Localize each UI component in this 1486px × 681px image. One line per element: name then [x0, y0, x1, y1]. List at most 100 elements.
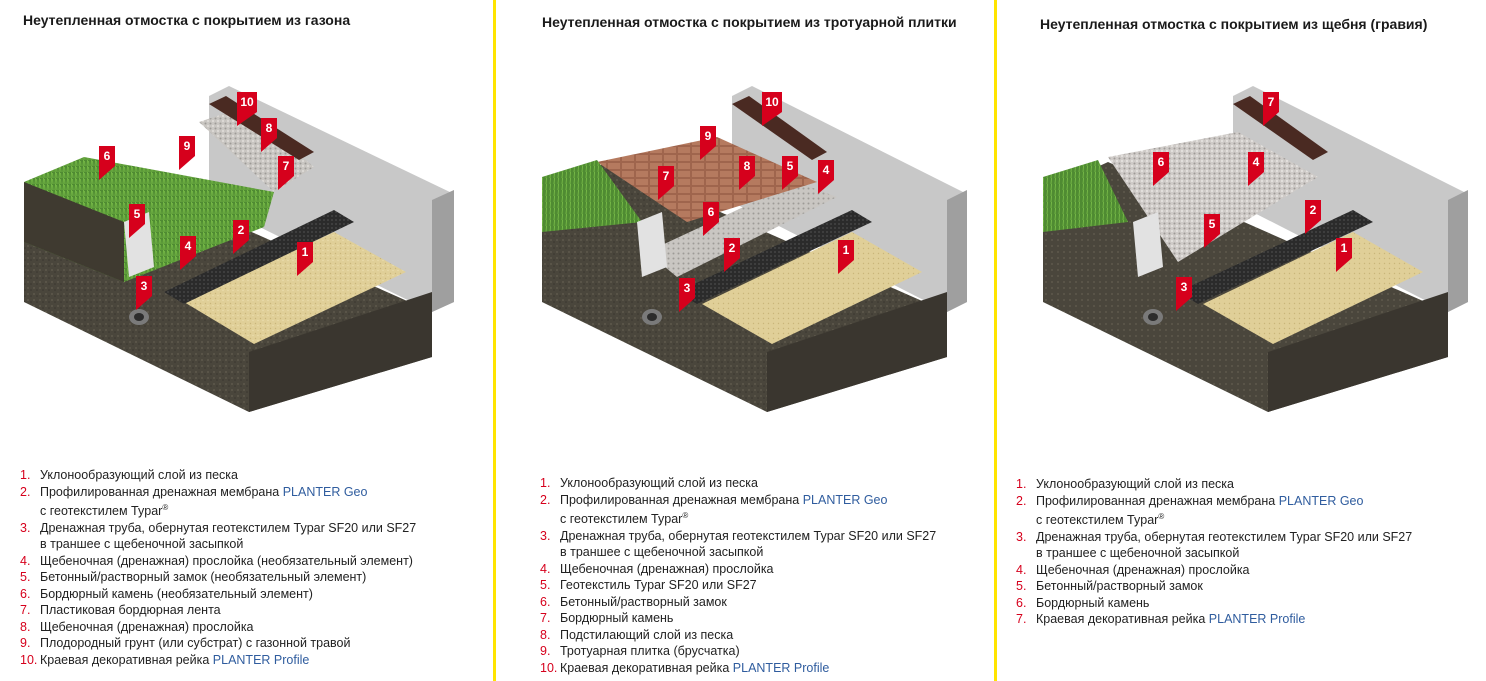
legend-item: 7. Бордюрный камень [540, 610, 990, 627]
marker-8: 8 [739, 156, 755, 190]
legend-text: Бетонный/растворный замок [560, 594, 727, 609]
legend-item: в траншее с щебеночной засыпкой [540, 544, 990, 561]
legend-number: 6. [540, 594, 551, 609]
legend-item: 3. Дренажная труба, обернутая геотекстиле… [540, 528, 990, 545]
panel-title: Неутепленная отмостка с покрытием из щеб… [1040, 16, 1428, 32]
legend-number [1016, 545, 1036, 562]
marker-2: 2 [233, 220, 249, 254]
panel-lawn: Неутепленная отмостка с покрытием из газ… [0, 0, 492, 681]
legend-number: 9. [540, 644, 551, 659]
legend-text: Дренажная труба, обернутая геотекстилем … [40, 520, 417, 535]
legend-text: Щебеночная (дренажная) прослойка [1036, 562, 1250, 577]
legend-item: 6. Бетонный/растворный замок [540, 594, 990, 611]
marker-number: 9 [705, 129, 712, 143]
legend-text: Бетонный/растворный замок [1036, 579, 1203, 594]
legend-text: в траншее с щебеночной засыпкой [40, 537, 244, 552]
marker-7: 7 [1263, 92, 1279, 126]
legend-number: 2. [20, 484, 31, 499]
legend-gravel: 1. Уклонообразующий слой из песка 2.Профил… [1016, 476, 1481, 628]
legend-number: 10. [20, 652, 38, 667]
legend-number: 7. [20, 603, 31, 618]
legend-text: Бордюрный камень (необязательный элемент… [40, 586, 313, 601]
marker-number: 6 [708, 205, 715, 219]
legend-text: Уклонообразующий слой из песка [1036, 477, 1234, 491]
marker-9: 9 [700, 126, 716, 160]
marker-5: 5 [129, 204, 145, 238]
marker-1: 1 [297, 242, 313, 276]
legend-number: 5. [1016, 579, 1027, 594]
marker-number: 10 [240, 95, 254, 109]
marker-6: 6 [1153, 152, 1169, 186]
marker-2: 2 [724, 238, 740, 272]
marker-6: 6 [703, 202, 719, 236]
marker-number: 6 [104, 149, 111, 163]
legend-number [20, 536, 40, 553]
legend-item: 10.Краевая декоративная рейка PLANTER Pr… [20, 652, 490, 669]
legend-number: 1. [1016, 477, 1027, 491]
legend-text: Краевая декоративная рейка PLANTER Profi… [560, 660, 830, 675]
legend-number [20, 500, 40, 520]
legend-text: Бетонный/растворный замок (необязательны… [40, 570, 367, 585]
panel-divider [493, 0, 496, 681]
marker-number: 2 [729, 241, 736, 255]
legend-number: 4. [1016, 562, 1027, 577]
legend-item: 2.Профилированная дренажная мембрана PLA… [1016, 493, 1481, 510]
legend-item: 4.Щебеночная (дренажная) прослойка [540, 561, 990, 578]
legend-text: Тротуарная плитка (брусчатка) [560, 644, 740, 659]
legend-item: в траншее с щебеночной засыпкой [1016, 545, 1481, 562]
legend-text: Дренажная труба, обернутая геотекстилем … [1036, 529, 1413, 544]
legend-number: 5. [540, 578, 551, 593]
legend-text: Дренажная труба, обернутая геотекстилем … [560, 528, 937, 543]
legend-item: в траншее с щебеночной засыпкой [20, 536, 490, 553]
legend-number: 1. [540, 476, 551, 490]
marker-number: 1 [1341, 241, 1348, 255]
registered-mark: ® [162, 503, 169, 512]
marker-10: 10 [237, 92, 257, 126]
marker-9: 9 [179, 136, 195, 170]
legend-number: 3. [540, 528, 551, 543]
legend-item: 6.Бордюрный камень [1016, 595, 1481, 612]
marker-number: 5 [1209, 217, 1216, 231]
brand-name: PLANTER Profile [1208, 612, 1306, 627]
legend-number: 2. [540, 492, 551, 507]
legend-text: Краевая декоративная рейка PLANTER Profi… [40, 652, 310, 667]
marker-number: 4 [1253, 155, 1260, 169]
marker-4: 4 [818, 160, 834, 194]
marker-number: 8 [266, 121, 273, 135]
marker-10: 10 [762, 92, 782, 126]
legend-text: с геотекстилем Typar® [560, 511, 689, 527]
legend-item: 2.Профилированная дренажная мембрана PLA… [20, 484, 490, 501]
legend-text: Щебеночная (дренажная) прослойка [560, 561, 774, 576]
legend-number: 4. [20, 553, 31, 568]
legend-number: 9. [20, 636, 31, 651]
legend-item: 9.Плодородный грунт (или субстрат) с газ… [20, 635, 490, 652]
legend-number: 5. [20, 570, 31, 585]
legend-item: 4. Щебеночная (дренажная) прослойка [1016, 562, 1481, 579]
legend-text: Уклонообразующий слой из песка [560, 476, 758, 490]
panel-paving: Неутепленная отмостка с покрытием из тро… [497, 0, 994, 681]
legend-item: 5. Бетонный/растворный замок [1016, 578, 1481, 595]
marker-5: 5 [782, 156, 798, 190]
legend-text: Бордюрный камень [560, 611, 674, 626]
legend-item: с геотекстилем Typar® [1016, 509, 1481, 529]
legend-text: Геотекстиль Typar SF20 или SF27 [560, 578, 757, 593]
marker-number: 1 [302, 245, 309, 259]
marker-number: 8 [744, 159, 751, 173]
marker-number: 3 [684, 281, 691, 295]
legend-number: 7. [540, 611, 551, 626]
marker-number: 3 [141, 279, 148, 293]
legend-item: 10.Краевая декоративная рейка PLANTER Pr… [540, 660, 990, 677]
panel-title: Неутепленная отмостка с покрытием из газ… [23, 12, 351, 28]
legend-item: 1. Уклонообразующий слой из песка [1016, 476, 1481, 493]
legend-number [540, 544, 560, 561]
legend-item: 5. Бетонный/растворный замок (необязатель… [20, 569, 490, 586]
marker-number: 7 [663, 169, 670, 183]
legend-item: 1. Уклонообразующий слой из песка [540, 475, 990, 492]
marker-1: 1 [1336, 238, 1352, 272]
registered-mark: ® [682, 511, 689, 520]
